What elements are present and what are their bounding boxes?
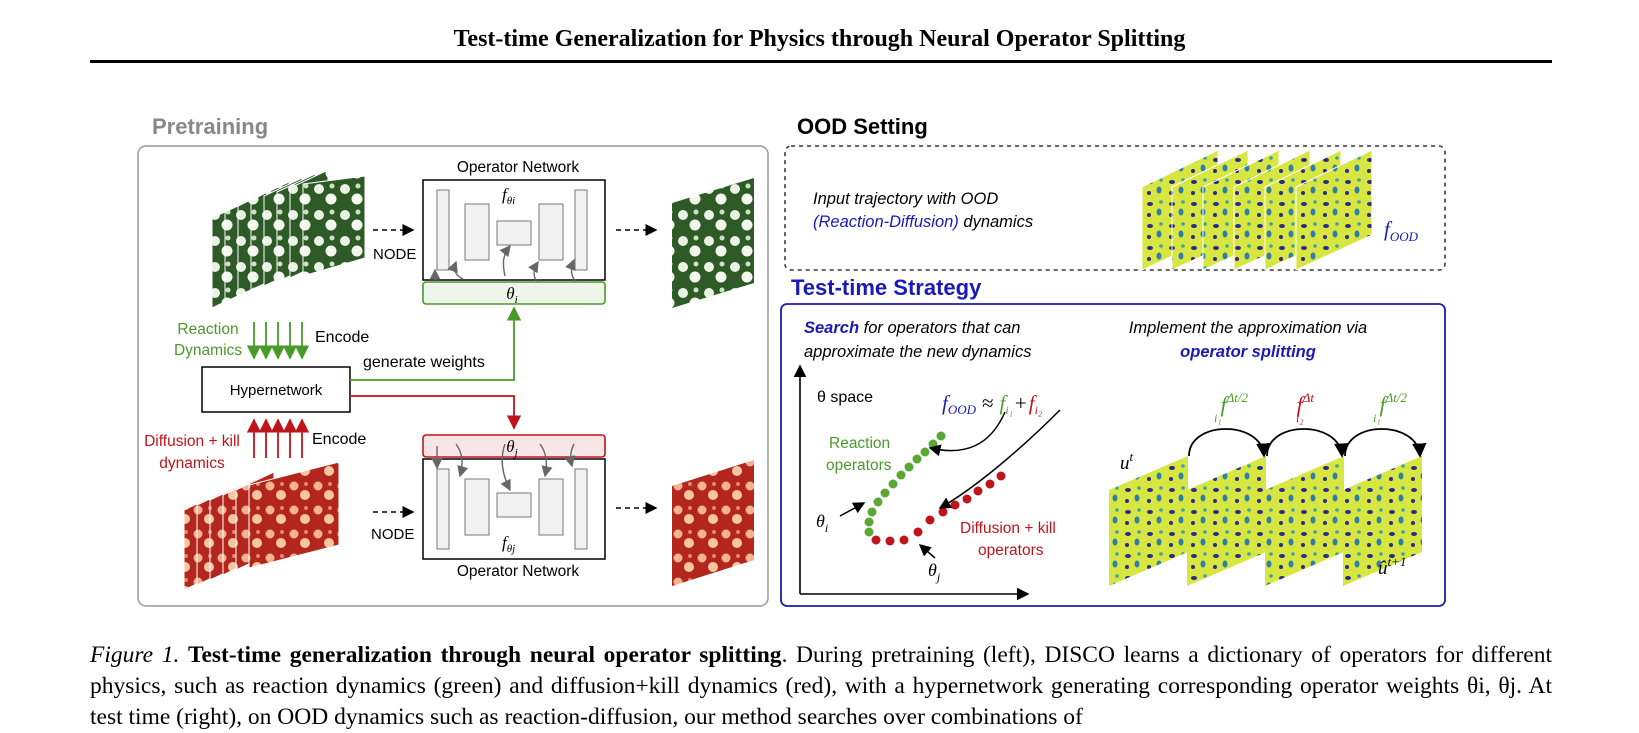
node-label-bottom: NODE bbox=[371, 526, 414, 543]
split-arrow-1 bbox=[1188, 428, 1271, 458]
ood-line-2: (Reaction-Diffusion) dynamics bbox=[813, 213, 1033, 231]
diffusion-label-2: dynamics bbox=[159, 455, 225, 472]
theta-j-weights-bar bbox=[422, 434, 606, 458]
theta-i-weights-bar bbox=[422, 281, 606, 305]
hypernetwork-box bbox=[201, 366, 351, 413]
f-theta-j-bottom: fθj bbox=[502, 533, 515, 555]
u-hat-label: ût+1 bbox=[1378, 554, 1406, 579]
diffusion-operators-label-2: operators bbox=[978, 542, 1044, 559]
theta-space-label: θ space bbox=[817, 389, 873, 406]
split-arrow-2 bbox=[1266, 428, 1349, 458]
strategy-title: Test-time Strategy bbox=[791, 275, 982, 300]
ood-title: OOD Setting bbox=[797, 114, 928, 139]
splitting-frames bbox=[1109, 456, 1422, 586]
search-line-1: Search for operators that can bbox=[804, 319, 1020, 337]
reaction-encode-arrows bbox=[246, 322, 310, 360]
search-line-2: approximate the new dynamics bbox=[804, 343, 1031, 361]
generate-weights-label: generate weights bbox=[363, 354, 485, 371]
operator-network-label-bottom: Operator Network bbox=[457, 563, 580, 580]
ood-trajectory-stack bbox=[1141, 149, 1373, 271]
theta-j-point-label: θj bbox=[928, 560, 941, 584]
pretraining-title: Pretraining bbox=[152, 114, 268, 139]
strategy-panel bbox=[780, 303, 1446, 607]
pretraining-panel bbox=[137, 145, 769, 607]
operator-network-label-top: Operator Network bbox=[457, 159, 580, 176]
reaction-operators-label-1: Reaction bbox=[829, 435, 890, 452]
generate-weights-arrow-red bbox=[350, 395, 522, 430]
diffusion-operators-label-1: Diffusion + kill bbox=[960, 520, 1056, 537]
ood-approx-equation: fOOD≈fi₁+fi₂ bbox=[942, 391, 1042, 417]
caption-bold-title: Test-time generalization through neural … bbox=[187, 642, 782, 668]
u-t-label: ut bbox=[1120, 449, 1134, 474]
impl-line-1: Implement the approximation via bbox=[1129, 319, 1367, 337]
encode-label-bottom: Encode bbox=[312, 431, 366, 448]
generate-weights-arrow-green bbox=[350, 306, 522, 381]
hypernetwork-label: Hypernetwork bbox=[230, 382, 323, 399]
diffusion-encode-arrows bbox=[246, 418, 310, 458]
reaction-operators-label-2: operators bbox=[826, 457, 892, 474]
diffusion-operator-dots bbox=[871, 471, 1006, 546]
split-arrow-3 bbox=[1344, 428, 1427, 458]
caption-label: Figure 1. bbox=[90, 642, 180, 668]
figure-1: Pretraining NODE Operator Network fθi θi… bbox=[137, 114, 1446, 607]
reaction-output-frame bbox=[672, 178, 754, 308]
encode-label-top: Encode bbox=[315, 329, 369, 346]
diffusion-output-frame bbox=[672, 460, 754, 586]
reaction-label-2: Dynamics bbox=[174, 342, 242, 359]
theta-j-label: θj bbox=[506, 437, 517, 459]
reaction-label-1: Reaction bbox=[177, 321, 238, 338]
impl-line-2: operator splitting bbox=[1180, 343, 1316, 361]
reaction-trajectory-stack bbox=[211, 169, 366, 309]
node-label-top: NODE bbox=[373, 246, 416, 263]
f-ood-label: fOOD bbox=[1384, 217, 1419, 244]
diffusion-trajectory-stack bbox=[183, 461, 340, 591]
f-theta-i-top: fθi bbox=[502, 185, 515, 207]
running-header: Test-time Generalization for Physics thr… bbox=[453, 26, 1186, 52]
reaction-operator-dots bbox=[864, 431, 946, 537]
figure-caption: Figure 1. Test-time generalization throu… bbox=[90, 640, 1552, 733]
ood-panel bbox=[784, 145, 1446, 271]
ood-line-1: Input trajectory with OOD bbox=[813, 190, 998, 208]
diffusion-label-1: Diffusion + kill bbox=[144, 433, 240, 450]
theta-i-label: θi bbox=[506, 284, 517, 306]
header-rule bbox=[90, 60, 1552, 63]
theta-i-point-label: θi bbox=[816, 511, 828, 535]
caption-text-1: . During pretraining (left), DISCO learn… bbox=[90, 642, 1553, 699]
